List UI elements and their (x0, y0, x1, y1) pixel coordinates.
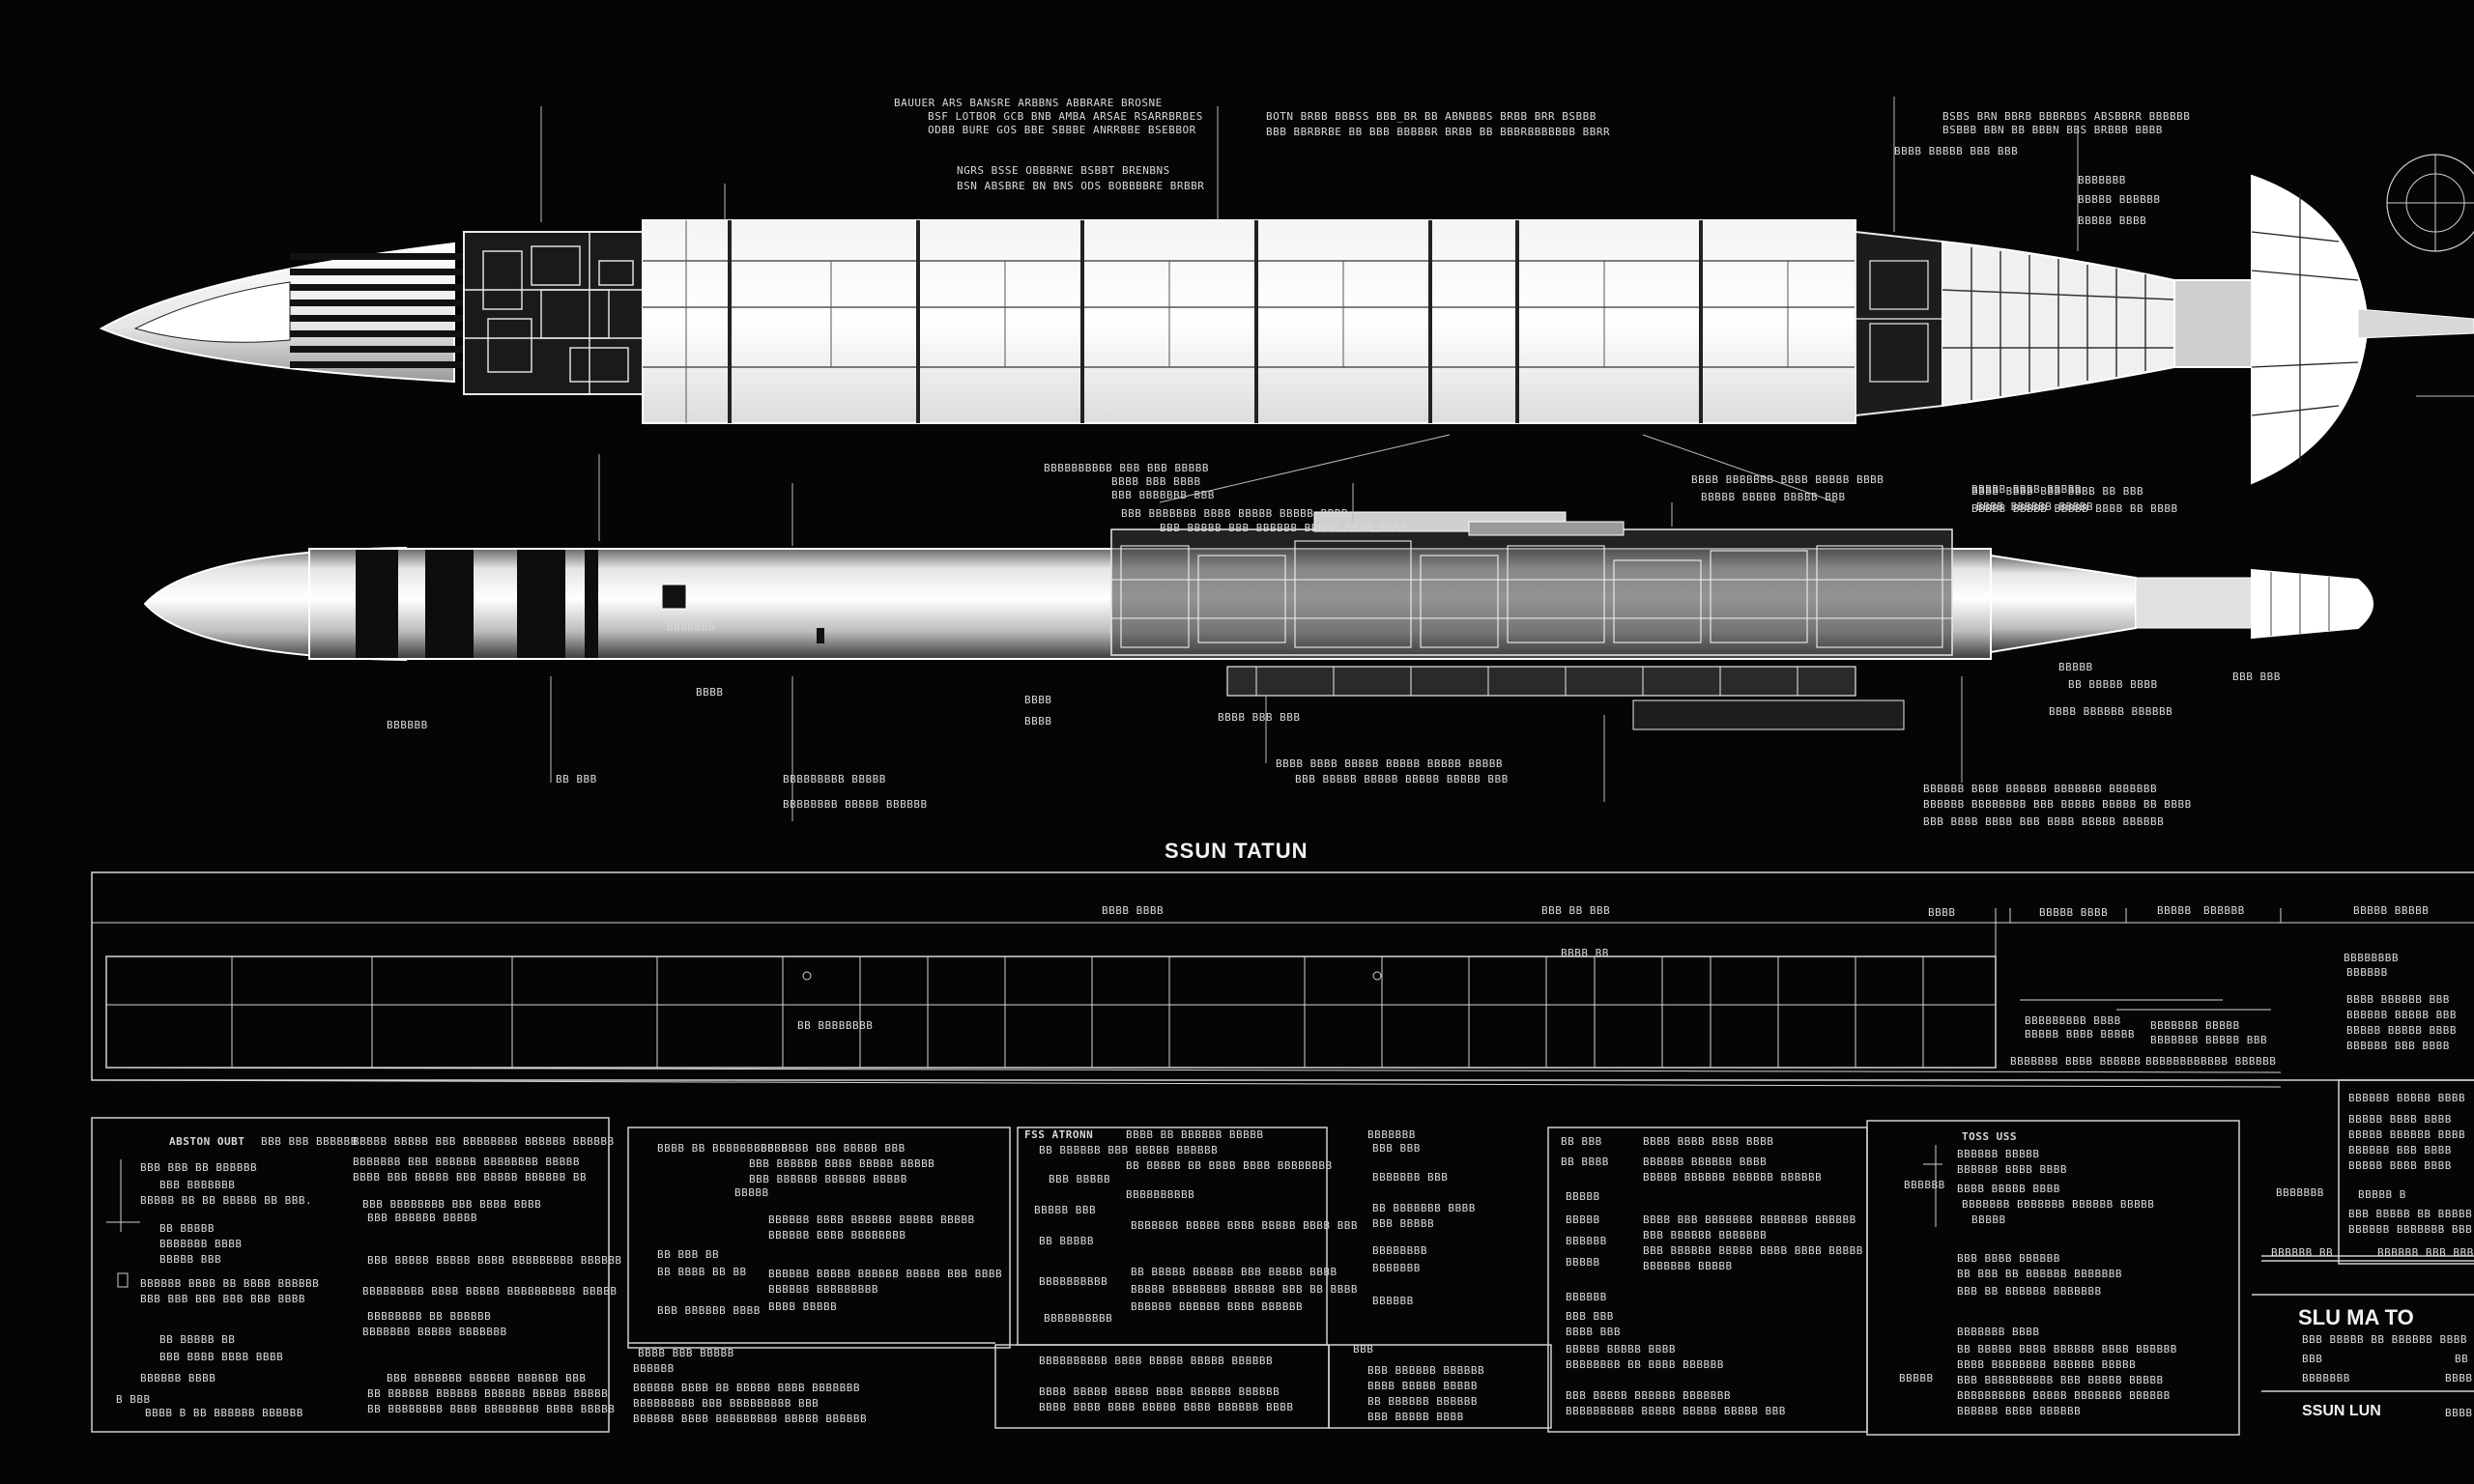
section-elevation-table (91, 871, 2474, 1088)
upper-rocket-profile (99, 154, 2474, 485)
block-title: SLU MA TO (2298, 1305, 2414, 1329)
drawing-title: SSUN TATUN (1165, 839, 1309, 863)
lower-rocket-profile (143, 511, 2373, 730)
callout-leader-lines (540, 97, 2474, 821)
spec-heading: FSS ATRONN (1024, 1128, 1094, 1141)
spec-heading: ABSTON OUBT (169, 1135, 245, 1148)
spec-heading: TOSS USS (1962, 1130, 2017, 1143)
spec-box-frames (91, 1079, 2474, 1436)
footer-title: SSUN LUN (2302, 1403, 2381, 1419)
